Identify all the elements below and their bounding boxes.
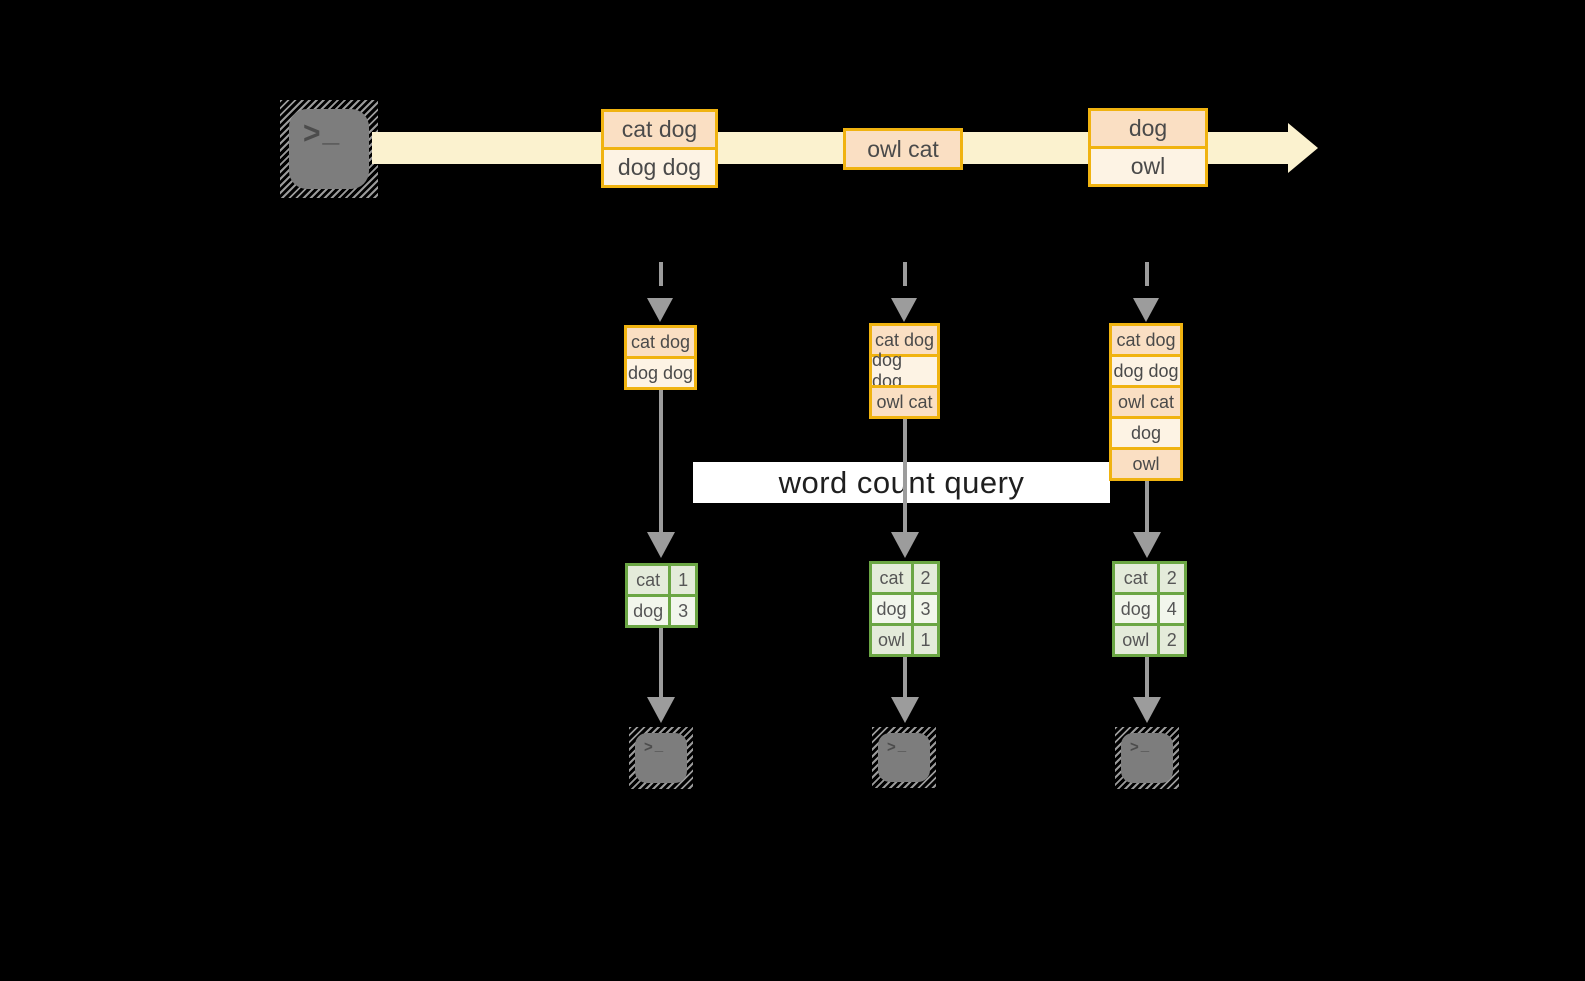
input-line: owl cat	[872, 385, 937, 416]
terminal-body: >_	[635, 733, 687, 783]
result-count: 2	[911, 564, 937, 592]
input-line: owl cat	[1112, 385, 1180, 416]
batch-line: owl	[1091, 146, 1205, 184]
result-row: cat 1	[628, 566, 695, 594]
output-arrow-line	[659, 628, 663, 699]
output-arrow-line	[903, 657, 907, 699]
result-word: dog	[1115, 595, 1157, 623]
result-table-1: cat 1 dog 3	[625, 563, 698, 628]
batch-line: dog dog	[604, 147, 715, 185]
input-line: owl	[1112, 447, 1180, 478]
terminal-body: >_	[1121, 733, 1173, 783]
output-arrow-line	[1145, 657, 1149, 699]
result-count: 2	[1156, 626, 1184, 654]
source-terminal-icon: >_	[280, 100, 378, 198]
result-word: cat	[1115, 564, 1157, 592]
terminal-prompt-icon: >_	[644, 737, 664, 757]
result-count: 3	[911, 595, 937, 623]
terminal-prompt-icon: >_	[1130, 737, 1150, 757]
result-row: cat 2	[1115, 564, 1184, 592]
result-word: dog	[872, 595, 912, 623]
terminal-body: >_	[878, 733, 930, 782]
stream-batch-1: cat dog dog dog	[601, 109, 718, 188]
accumulated-input-1: cat dog dog dog	[624, 325, 697, 390]
accumulated-input-3: cat dog dog dog owl cat dog owl	[1109, 323, 1183, 481]
dashed-arrowhead-icon	[891, 298, 917, 322]
dashed-arrow-line	[903, 262, 907, 296]
result-row: dog 4	[1115, 592, 1184, 623]
accumulated-input-2: cat dog dog dog owl cat	[869, 323, 940, 419]
stream-batch-3: dog owl	[1088, 108, 1208, 187]
result-row: dog 3	[628, 594, 695, 625]
sink-terminal-icon-1: >_	[629, 727, 693, 789]
query-arrowhead-icon	[891, 532, 919, 558]
output-arrowhead-icon	[891, 697, 919, 723]
result-row: owl 2	[1115, 623, 1184, 654]
output-arrowhead-icon	[647, 697, 675, 723]
sink-terminal-icon-3: >_	[1115, 727, 1179, 789]
result-count: 2	[1156, 564, 1184, 592]
result-count: 4	[1156, 595, 1184, 623]
result-table-3: cat 2 dog 4 owl 2	[1112, 561, 1187, 657]
sink-terminal-icon-2: >_	[872, 727, 936, 788]
batch-line: cat dog	[604, 112, 715, 147]
terminal-prompt-icon: >_	[303, 115, 340, 151]
terminal-body: >_	[289, 109, 369, 189]
result-word: dog	[628, 597, 669, 625]
input-line: dog dog	[627, 356, 694, 387]
terminal-prompt-icon: >_	[887, 737, 907, 757]
result-word: owl	[872, 626, 912, 654]
result-count: 1	[668, 566, 695, 594]
result-row: owl 1	[872, 623, 937, 654]
query-arrow-line	[1145, 481, 1149, 534]
dashed-arrowhead-icon	[647, 298, 673, 322]
result-row: cat 2	[872, 564, 937, 592]
stream-batch-2: owl cat	[843, 128, 963, 170]
query-arrow-line	[903, 419, 907, 534]
query-label-box: word count query	[693, 462, 1110, 503]
input-line: dog dog	[872, 350, 937, 391]
result-word: cat	[628, 566, 669, 594]
result-count: 3	[668, 597, 695, 625]
input-line: dog dog	[1112, 354, 1180, 385]
result-word: cat	[872, 564, 912, 592]
query-arrowhead-icon	[1133, 532, 1161, 558]
query-arrow-line	[659, 390, 663, 534]
query-arrowhead-icon	[647, 532, 675, 558]
result-word: owl	[1115, 626, 1157, 654]
input-line: cat dog	[872, 326, 937, 354]
result-count: 1	[911, 626, 937, 654]
query-label: word count query	[778, 464, 1025, 500]
output-arrowhead-icon	[1133, 697, 1161, 723]
batch-line: dog	[1091, 111, 1205, 146]
batch-line: owl cat	[846, 131, 960, 167]
input-line: cat dog	[1112, 326, 1180, 354]
dashed-arrowhead-icon	[1133, 298, 1159, 322]
stream-arrowhead-icon	[1288, 123, 1318, 173]
dashed-arrow-line	[659, 262, 663, 296]
dashed-arrow-line	[1145, 262, 1149, 296]
input-line: dog	[1112, 416, 1180, 447]
result-table-2: cat 2 dog 3 owl 1	[869, 561, 940, 657]
input-line: cat dog	[627, 328, 694, 356]
result-row: dog 3	[872, 592, 937, 623]
